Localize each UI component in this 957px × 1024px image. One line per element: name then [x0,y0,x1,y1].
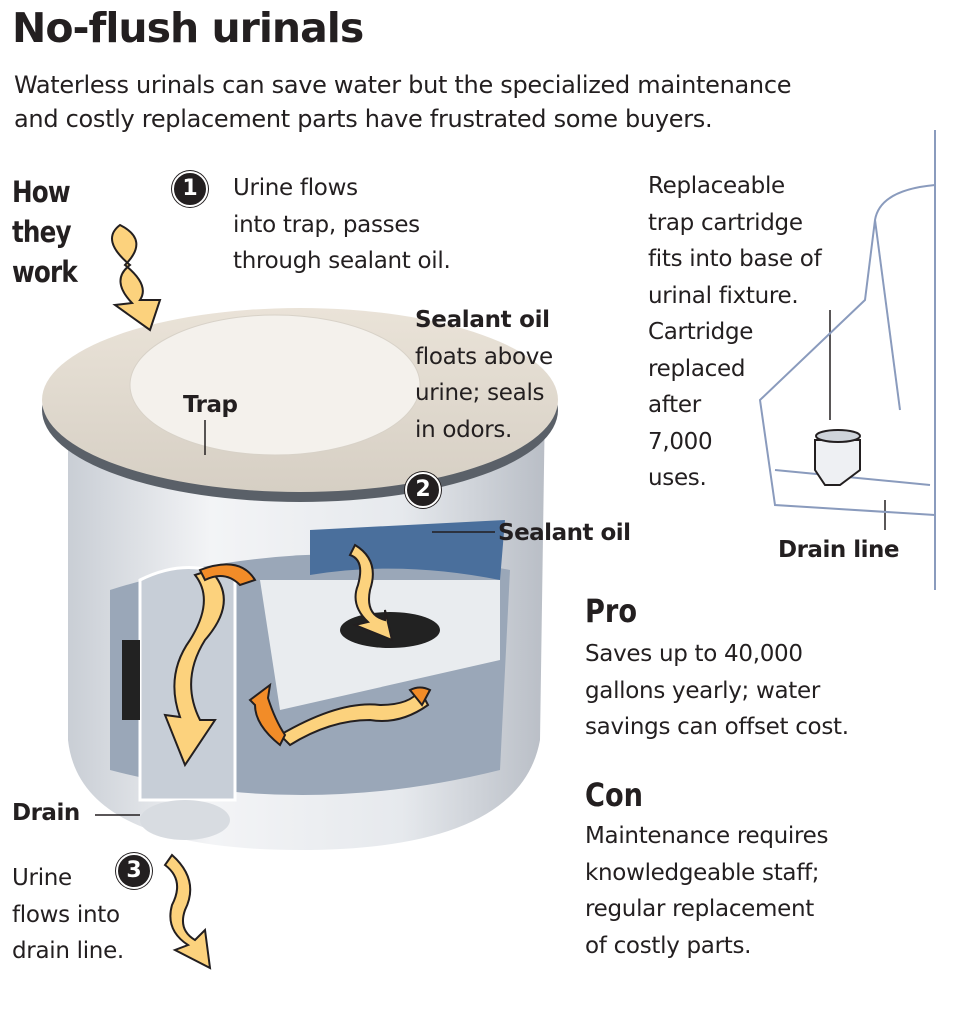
text-line: 7,000 [648,428,713,455]
subtitle-line: Waterless urinals can save water but the… [14,71,792,99]
text-line: after [648,392,701,418]
con-text: Maintenance requires knowledgeable staff… [585,818,828,964]
trap-label: Trap [183,392,238,418]
sealant-oil-description: Sealant oil floats above urine; seals in… [415,302,553,448]
leader-lines [95,310,886,816]
subtitle-line: and costly replacement parts have frustr… [14,105,713,133]
text-line: savings can offset cost. [585,714,849,740]
text-line: in odors. [415,416,513,443]
flow-arrow-icon [163,853,212,970]
text-line: of costly parts. [585,932,752,959]
flow-arrow-icon [348,543,394,642]
text-line: trap cartridge [648,209,803,236]
sealant-oil-label: Sealant oil [415,307,550,333]
flow-arrow-icon [111,223,162,332]
drain-line-label: Drain line [778,537,899,563]
drain-label: Drain [12,800,80,826]
text-line: Urine [12,865,72,891]
text-line: through sealant oil. [233,248,451,274]
text-line: Replaceable [648,173,785,199]
pro-heading: Pro [585,592,638,630]
page-title: No-flush urinals [12,4,364,52]
text-line: Cartridge [648,319,754,345]
text-line: into trap, passes [233,211,420,238]
flow-arrow-icon [163,568,225,768]
text-line: Urine flows [233,175,358,201]
heading-line: How [12,175,71,209]
how-they-work-heading: How they work [12,172,78,292]
text-line: urine; seals [415,380,545,406]
heading-line: they [12,215,72,249]
sealant-oil-pointer-label: Sealant oil [498,520,631,546]
subtitle: Waterless urinals can save water but the… [14,68,792,136]
text-line: Saves up to 40,000 [585,641,803,667]
con-heading: Con [585,776,644,814]
text-line: gallons yearly; water [585,677,821,704]
step-3-badge: 3 [116,853,152,889]
heading-line: work [12,255,78,289]
text-line: floats above [415,343,553,370]
text-line: fits into base of [648,246,822,272]
step-1-text: Urine flows into trap, passes through se… [233,170,451,280]
text-line: uses. [648,465,707,491]
step-3-text: Urine flows into drain line. [12,860,124,970]
step-1-badge: 1 [172,171,208,207]
text-line: drain line. [12,938,124,964]
text-line: replaced [648,355,746,382]
text-line: Maintenance requires [585,823,829,849]
step-2-badge: 2 [405,472,441,508]
cartridge-description: Replaceable trap cartridge fits into bas… [648,168,822,497]
text-line: regular replacement [585,896,814,922]
urinal-fixture-drawing [758,130,936,590]
text-line: flows into [12,901,120,928]
text-line: urinal fixture. [648,282,799,309]
pro-text: Saves up to 40,000 gallons yearly; water… [585,636,849,746]
text-line: knowledgeable staff; [585,859,820,886]
